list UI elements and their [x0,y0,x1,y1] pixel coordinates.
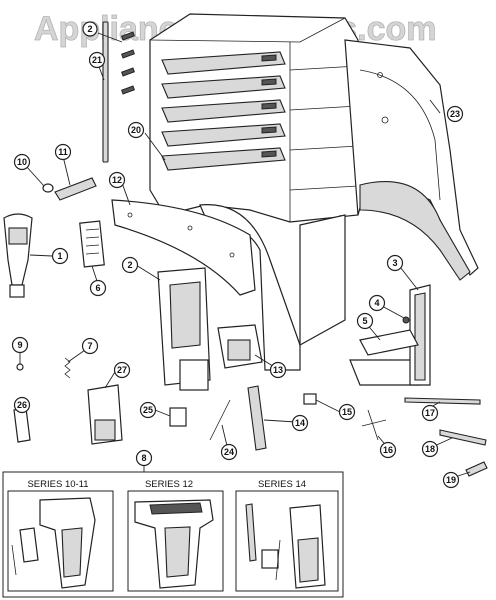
svg-text:15: 15 [342,407,352,417]
curved-panel [111,199,256,296]
callout-23: 23 [446,105,464,123]
callout-21: 21 [88,51,106,69]
pin-19 [465,461,488,477]
slide-rail [102,21,109,163]
series-10-11-label: SERIES 10-11 [27,479,88,490]
callout-16: 16 [379,441,397,459]
svg-text:2: 2 [87,24,92,34]
screw [402,316,410,324]
bracket [217,324,263,369]
callout-8: 8 [135,449,153,467]
latch [13,407,31,443]
rod-24 [209,399,231,441]
side-panel [344,39,479,281]
svg-text:8: 8 [141,453,146,463]
svg-text:20: 20 [131,125,141,135]
shaft-14 [247,385,267,451]
callout-4: 4 [368,294,386,312]
mounting-plate [359,329,419,356]
svg-text:4: 4 [374,298,379,308]
fitting-16 [361,409,387,441]
callout-18: 18 [421,440,439,458]
series-outer-frame [2,471,344,598]
callout-12: 12 [108,171,126,189]
svg-text:16: 16 [383,445,393,455]
svg-text:11: 11 [58,147,68,157]
callout-13: 13 [269,361,287,379]
svg-text:9: 9 [17,340,22,350]
svg-text:12: 12 [112,175,122,185]
grommet [16,363,24,371]
switch-15 [303,393,317,405]
svg-text:14: 14 [295,418,305,428]
callout-6: 6 [89,279,107,297]
series-10-11-box [7,490,114,592]
callout-7: 7 [81,337,99,355]
svg-text:7: 7 [87,341,92,351]
callout-26: 26 [13,396,31,414]
callout-27: 27 [113,361,131,379]
series-12-assembly [134,499,214,589]
series-14-label: SERIES 14 [258,479,306,490]
series-14-assembly [245,503,326,589]
callout-11: 11 [54,143,72,161]
series-group: SERIES 10-11 SERIES 12 SERIES 14 [2,471,344,598]
callout-2-top: 2 [82,21,98,37]
label-card [169,407,187,427]
svg-text:13: 13 [273,365,283,375]
callout-5: 5 [356,312,374,330]
svg-text:10: 10 [17,157,27,167]
callout-14: 14 [291,414,309,432]
channel-bracket [349,284,431,386]
callout-2-lower: 2 [121,256,139,274]
rail-clips [121,31,135,95]
svg-text:21: 21 [92,55,102,65]
svg-text:24: 24 [224,447,234,457]
duct-assembly [157,267,211,391]
rod-17 [404,397,481,405]
series-12-box [127,490,224,592]
callout-10: 10 [13,153,31,171]
filter-cartridge [79,220,105,268]
callout-19: 19 [442,471,460,489]
svg-text:5: 5 [362,316,367,326]
series-12-label: SERIES 12 [145,479,193,490]
svg-text:25: 25 [143,405,153,415]
rod-18 [439,429,487,446]
svg-text:27: 27 [117,365,127,375]
svg-text:19: 19 [446,475,456,485]
svg-text:1: 1 [57,251,62,261]
svg-text:18: 18 [425,444,435,454]
svg-text:26: 26 [17,400,27,410]
callout-25: 25 [139,401,157,419]
callout-1: 1 [51,247,69,265]
callout-24: 24 [220,443,238,461]
callout-17: 17 [421,404,439,422]
cabinet-housing [149,13,359,371]
shelf-slots [161,51,286,171]
series-10-11-assembly [11,497,96,589]
handle-knob [3,213,33,298]
callout-20: 20 [127,121,145,139]
svg-text:6: 6 [95,283,100,293]
cap [42,183,54,193]
series-14-box [235,490,339,592]
callout-9: 9 [11,336,29,354]
svg-text:17: 17 [425,408,435,418]
callout-15: 15 [338,403,356,421]
callout-3: 3 [386,254,404,272]
tube [54,177,97,201]
housing-27 [87,384,123,445]
svg-text:2: 2 [127,260,132,270]
svg-text:23: 23 [450,109,460,119]
svg-text:3: 3 [392,258,397,268]
